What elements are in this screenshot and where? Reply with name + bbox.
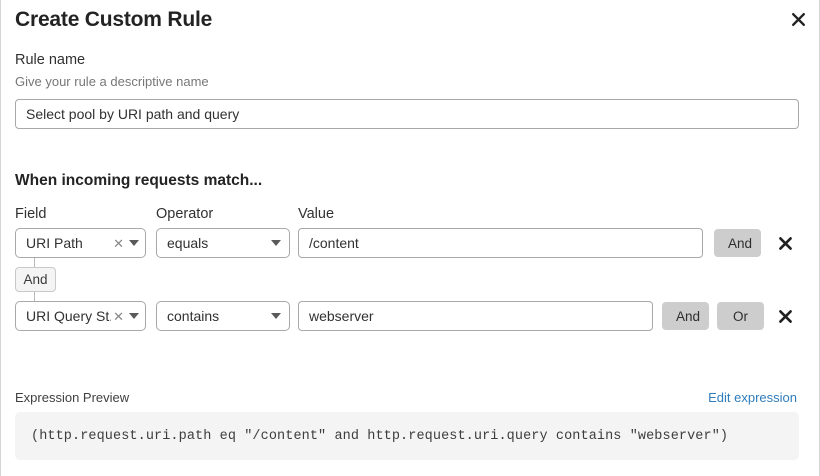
match-section-heading: When incoming requests match... — [15, 172, 263, 189]
dialog-title: Create Custom Rule — [15, 8, 213, 31]
delete-x-icon — [778, 236, 792, 250]
field-select-1-value: URI Path — [26, 235, 83, 251]
add-and-button-1[interactable]: And — [714, 229, 761, 257]
expression-preview-label: Expression Preview — [15, 390, 130, 405]
delete-condition-button-2[interactable] — [772, 303, 798, 329]
value-input-1[interactable] — [298, 228, 703, 258]
chevron-down-icon — [129, 313, 139, 319]
clear-x-icon[interactable]: ✕ — [113, 308, 124, 324]
field-select-2-value: URI Query St... — [26, 308, 111, 324]
delete-x-icon — [778, 309, 792, 323]
rule-name-label: Rule name — [15, 52, 86, 68]
condition-connector-and[interactable]: And — [15, 267, 56, 292]
clear-x-icon[interactable]: ✕ — [113, 235, 124, 251]
expression-preview-code: (http.request.uri.path eq "/content" and… — [31, 428, 729, 444]
operator-select-1-value: equals — [167, 235, 209, 251]
add-or-button-2[interactable]: Or — [717, 302, 764, 330]
rule-name-help-text: Give your rule a descriptive name — [15, 74, 209, 89]
rule-name-input[interactable] — [15, 99, 799, 129]
operator-select-2[interactable]: contains — [156, 301, 290, 331]
chevron-down-icon — [129, 240, 139, 246]
column-header-value: Value — [298, 206, 335, 222]
operator-select-2-value: contains — [167, 308, 220, 324]
value-input-2[interactable] — [298, 301, 653, 331]
close-icon[interactable] — [785, 6, 811, 32]
chevron-down-icon — [271, 240, 281, 246]
condition-row: URI Path ✕ equals And — [1, 228, 820, 258]
field-select-2[interactable]: URI Query St... ✕ — [15, 301, 146, 331]
condition-row: URI Query St... ✕ contains And Or — [1, 301, 820, 331]
delete-condition-button-1[interactable] — [772, 230, 798, 256]
field-select-1[interactable]: URI Path ✕ — [15, 228, 146, 258]
column-header-operator: Operator — [156, 206, 214, 222]
add-and-button-2[interactable]: And — [662, 302, 709, 330]
column-header-field: Field — [15, 206, 47, 222]
operator-select-1[interactable]: equals — [156, 228, 290, 258]
chevron-down-icon — [271, 313, 281, 319]
expression-preview-box: (http.request.uri.path eq "/content" and… — [15, 412, 799, 460]
edit-expression-link[interactable]: Edit expression — [708, 390, 797, 405]
